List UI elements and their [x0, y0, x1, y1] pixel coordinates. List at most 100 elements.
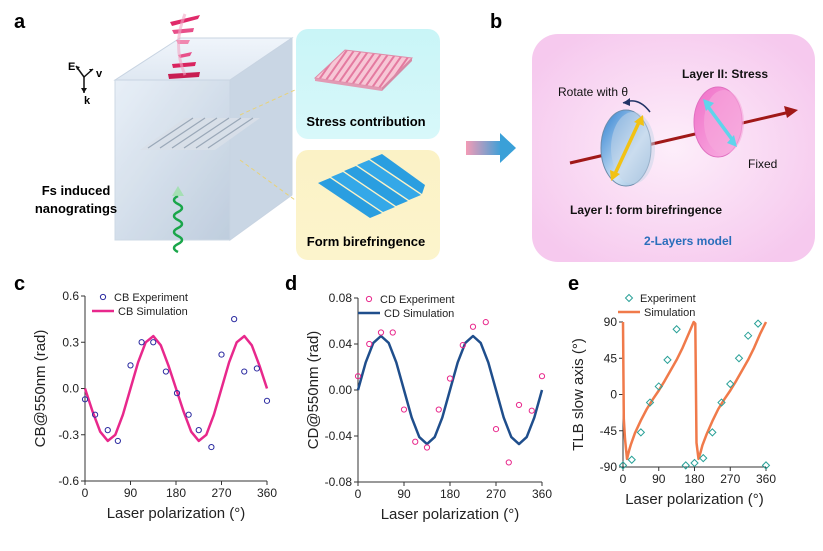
y-tick-label: -90	[600, 460, 618, 474]
layer-1-label: Layer I: form birefringence	[570, 203, 722, 217]
x-tick-label: 360	[756, 472, 776, 486]
y-tick-label: 0.04	[329, 337, 353, 351]
form-birefringence-box: Form birefringence	[296, 150, 440, 260]
experiment-point	[672, 325, 681, 334]
layer-1-disc	[600, 109, 655, 187]
simulation-curve	[83, 334, 269, 443]
panel-letter-a: a	[14, 11, 26, 33]
experiment-point	[734, 354, 744, 363]
x-tick-label: 360	[532, 487, 552, 501]
y-tick-label: -0.6	[58, 474, 79, 488]
experiment-point	[435, 406, 442, 413]
experiment-point	[412, 438, 419, 445]
model-label: 2-Layers model	[644, 234, 732, 248]
legend-label: CD Simulation	[384, 308, 454, 320]
experiment-point	[515, 401, 523, 409]
x-tick-label: 270	[211, 486, 231, 500]
y-tick-label: -0.08	[325, 475, 353, 489]
x-axis-label: Laser polarization (°)	[107, 505, 246, 522]
experiment-point	[127, 362, 134, 369]
experiment-point	[743, 331, 753, 340]
y-tick-label: -0.3	[58, 428, 79, 442]
panel-b: b Rotate with θ Layer II: Stress Fixed L…	[490, 11, 815, 262]
experiment-point	[231, 316, 238, 323]
experiment-point	[389, 329, 396, 336]
experiment-point	[218, 351, 225, 358]
experiment-point	[505, 459, 512, 466]
experiment-point	[645, 398, 655, 407]
rotate-label: Rotate with θ	[558, 85, 628, 99]
experiment-point	[81, 396, 89, 403]
layer-2-disc	[693, 86, 744, 158]
x-tick-label: 360	[257, 486, 277, 500]
experiment-point	[377, 329, 385, 336]
experiment-point	[195, 427, 202, 434]
experiment-point	[241, 368, 248, 375]
legend-marker	[624, 293, 634, 303]
layer-2-label: Layer II: Stress	[682, 67, 768, 81]
stress-contribution-box: Stress contribution	[296, 29, 440, 139]
x-tick-label: 270	[720, 472, 740, 486]
panel-letter-b: b	[490, 11, 502, 33]
experiment-point	[681, 461, 690, 470]
y-tick-label: 0.3	[62, 335, 79, 349]
legend-label: CB Simulation	[118, 306, 188, 318]
experiment-point	[469, 323, 477, 330]
experiment-point	[354, 373, 362, 380]
y-axis-label: TLB slow axis (°)	[570, 338, 587, 451]
simulation-curve	[621, 320, 768, 461]
experiment-point	[726, 379, 735, 389]
stress-grating-icon	[313, 49, 414, 91]
caption-line-2: nanogratings	[35, 201, 117, 216]
legend-label: Simulation	[644, 307, 695, 319]
x-tick-label: 0	[82, 486, 89, 500]
transition-arrow-icon	[466, 133, 516, 163]
glass-cube	[113, 37, 296, 241]
experiment-point	[654, 382, 663, 391]
x-axis-label: Laser polarization (°)	[625, 491, 764, 508]
experiment-point	[482, 319, 489, 326]
experiment-point	[208, 443, 215, 451]
x-tick-label: 180	[166, 486, 186, 500]
y-tick-label: 0.08	[329, 291, 353, 305]
y-axis-label: CD@550nm (rad)	[305, 331, 322, 450]
legend-marker	[365, 295, 373, 303]
beam-arrowhead-icon	[784, 106, 798, 118]
experiment-point	[366, 340, 373, 348]
x-tick-label: 180	[684, 472, 704, 486]
experiment-point	[699, 453, 708, 463]
experiment-point	[185, 411, 192, 418]
polarization-axes: E v k	[68, 61, 103, 107]
panel-letter-c: c	[14, 273, 25, 295]
experiment-point	[663, 355, 672, 365]
y-tick-label: 0	[610, 388, 617, 402]
experiment-point	[446, 375, 454, 382]
experiment-point	[761, 461, 771, 470]
experiment-point	[400, 406, 408, 413]
fixed-label: Fixed	[748, 157, 777, 171]
experiment-point	[173, 390, 181, 397]
stress-contribution-label: Stress contribution	[306, 114, 425, 129]
form-birefringence-label: Form birefringence	[307, 234, 425, 249]
experiment-point	[538, 373, 546, 380]
experiment-point	[618, 461, 628, 470]
nanograting-lines	[140, 117, 260, 150]
axis-v-label: v	[96, 68, 103, 80]
caption-line-1: Fs induced	[42, 183, 111, 198]
y-tick-label: 45	[604, 351, 618, 365]
experiment-point	[114, 437, 121, 445]
x-tick-label: 90	[397, 487, 411, 501]
experiment-point	[627, 455, 636, 464]
axis-e-label: E	[68, 61, 75, 73]
experiment-point	[162, 368, 169, 375]
x-tick-label: 0	[355, 487, 362, 501]
experiment-point	[717, 398, 726, 407]
legend-marker	[99, 293, 107, 301]
y-tick-label: 90	[604, 315, 618, 329]
experiment-point	[138, 339, 145, 346]
x-tick-label: 0	[620, 472, 627, 486]
experiment-point	[150, 339, 157, 346]
experiment-point	[263, 397, 271, 404]
